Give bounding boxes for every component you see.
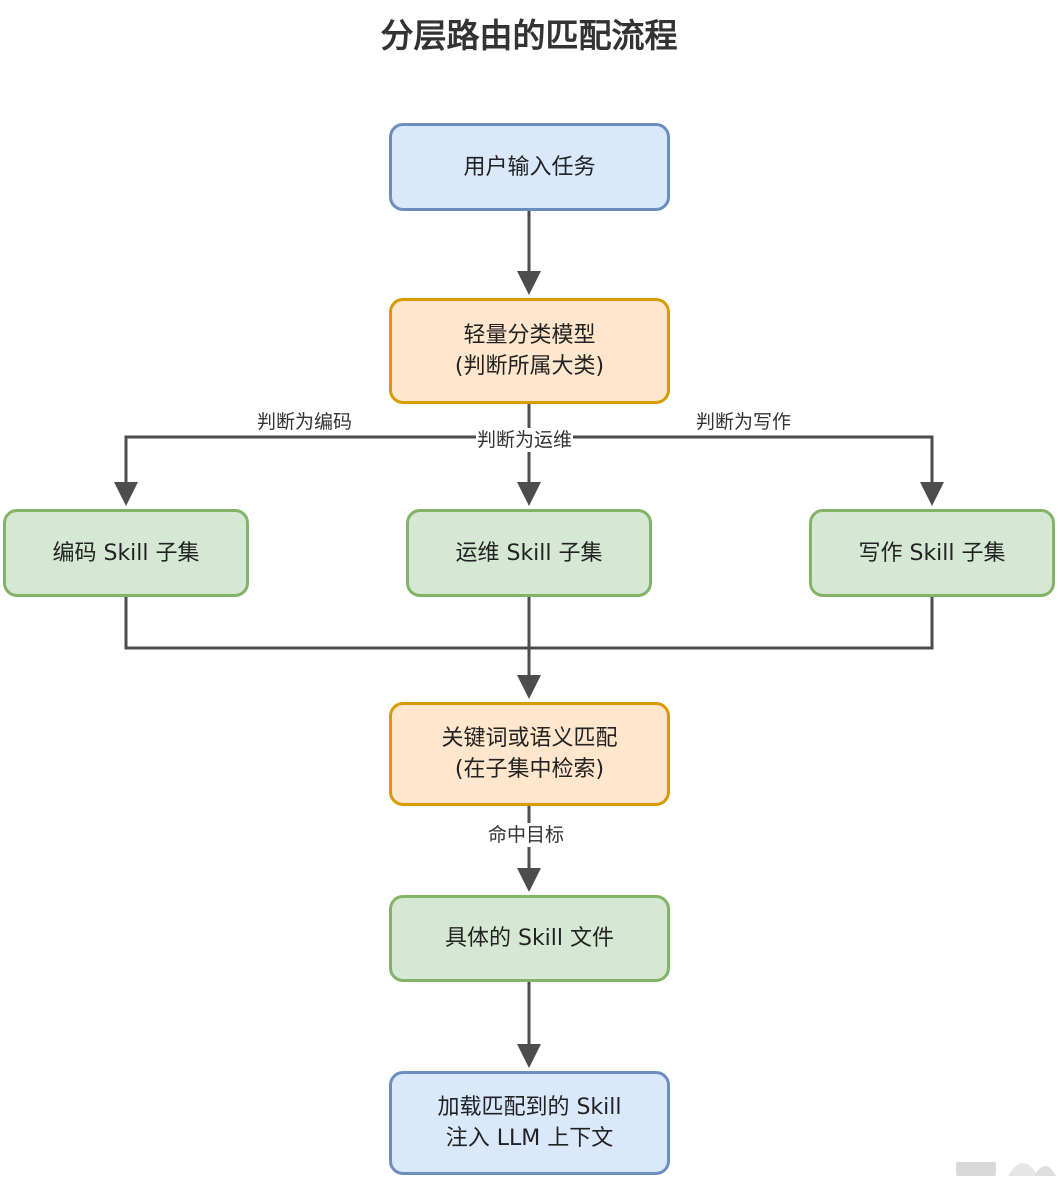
edge-label-hit: 命中目标: [487, 823, 566, 847]
node-label: 编码 Skill 子集: [52, 540, 200, 566]
node-sublabel: (判断所属大类): [454, 354, 605, 379]
node-label: 运维 Skill 子集: [455, 540, 603, 566]
watermark-icon: [956, 1162, 1056, 1176]
node-skill-file: 具体的 Skill 文件: [389, 895, 670, 982]
node-label: 写作 Skill 子集: [858, 540, 1006, 566]
line-coding-to-merge: [124, 597, 529, 650]
edge-label-to-ops: 判断为运维: [476, 428, 574, 452]
arrow-classifier-to-writing: [529, 435, 944, 506]
node-label: 关键词或语义匹配: [441, 726, 618, 751]
node-writing-subset: 写作 Skill 子集: [809, 509, 1055, 597]
node-coding-subset: 编码 Skill 子集: [3, 509, 249, 597]
node-label: 加载匹配到的 Skill: [437, 1095, 622, 1120]
edge-label-to-coding: 判断为编码: [257, 411, 353, 433]
diagram-title: 分层路由的匹配流程: [380, 16, 678, 55]
node-matcher: 关键词或语义匹配 (在子集中检索): [389, 702, 670, 806]
arrow-classifier-to-coding: [114, 435, 529, 506]
node-load-inject: 加载匹配到的 Skill 注入 LLM 上下文: [389, 1071, 670, 1175]
node-label: 具体的 Skill 文件: [444, 926, 615, 951]
node-sublabel: 注入 LLM 上下文: [445, 1126, 614, 1151]
node-classifier: 轻量分类模型 (判断所属大类): [389, 298, 670, 404]
node-user-input: 用户输入任务: [389, 123, 670, 211]
line-writing-to-merge: [529, 597, 934, 650]
node-label: 轻量分类模型: [463, 323, 596, 348]
edge-label-to-writing: 判断为写作: [696, 411, 792, 433]
node-label: 用户输入任务: [463, 154, 596, 180]
node-ops-subset: 运维 Skill 子集: [406, 509, 652, 597]
node-sublabel: (在子集中检索): [454, 757, 605, 782]
